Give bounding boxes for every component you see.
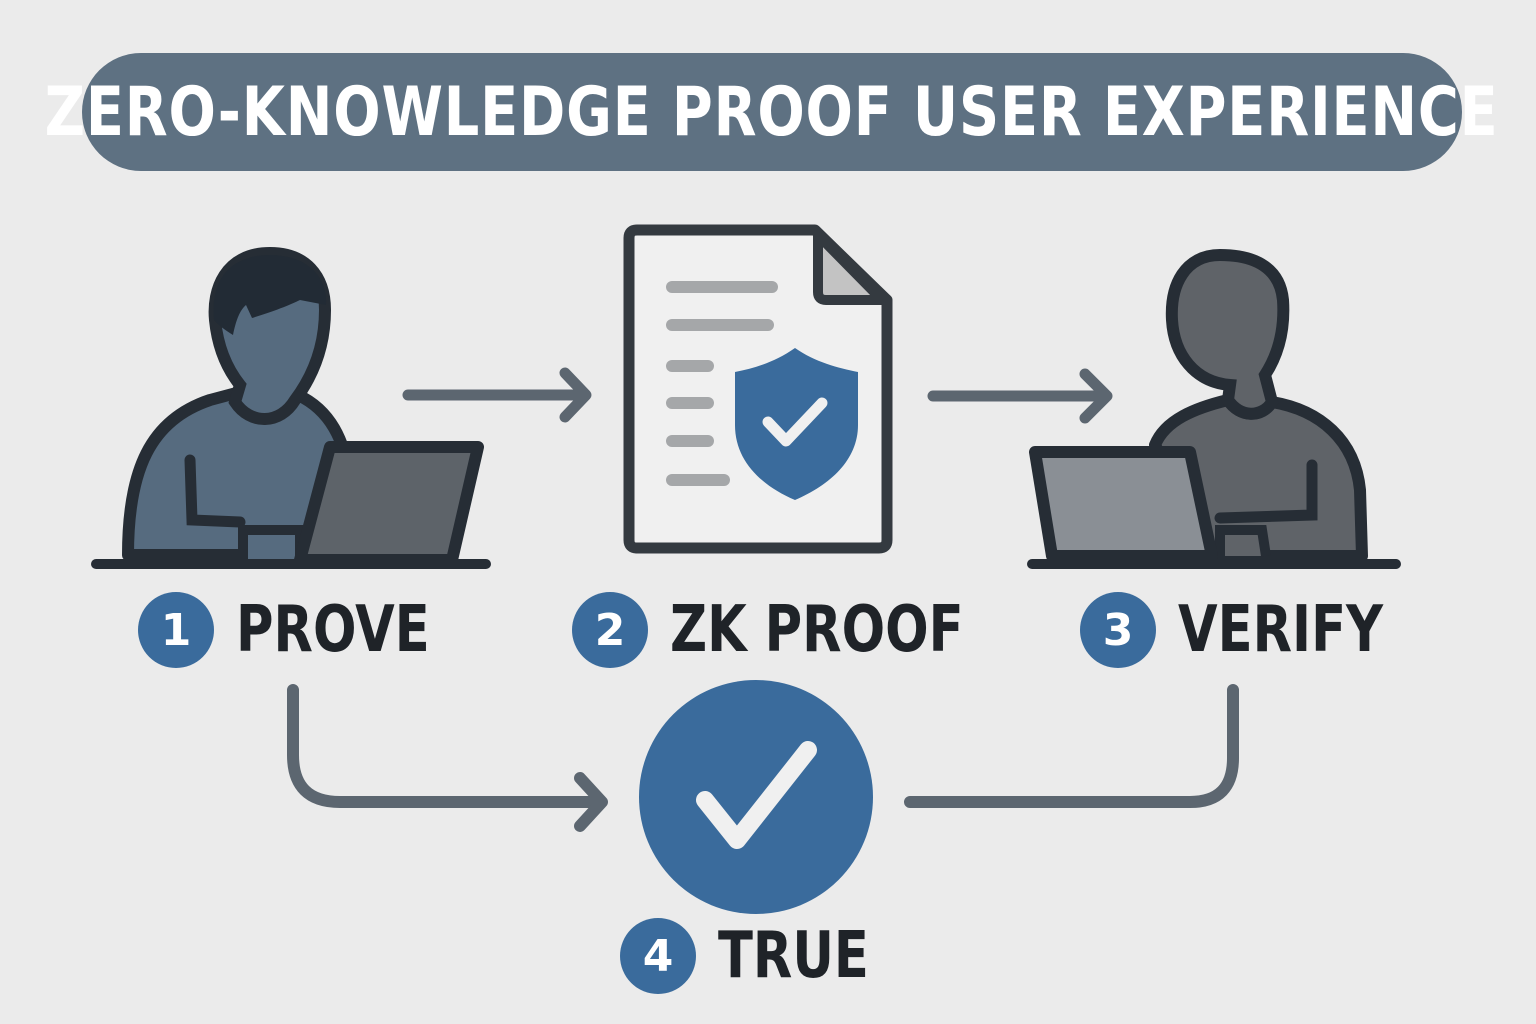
connector-arrow-icon	[287, 684, 608, 832]
page-title: ZERO-KNOWLEDGE PROOF USER EXPERIENCE	[45, 72, 1499, 152]
verifier-laptop-icon	[1029, 446, 1218, 562]
step-label: VERIFY	[1178, 593, 1384, 667]
prover-person-icon	[122, 246, 356, 561]
connector-line	[904, 684, 1239, 808]
prover-laptop-icon	[294, 441, 484, 566]
arrow-right-icon	[927, 368, 1113, 424]
step-true: 4 TRUE	[620, 918, 907, 994]
step-number-badge: 2	[572, 592, 648, 668]
step-label: TRUE	[718, 919, 869, 993]
title-banner: ZERO-KNOWLEDGE PROOF USER EXPERIENCE	[45, 53, 1498, 171]
verifier-person-icon	[1149, 248, 1368, 562]
proof-document-icon	[623, 224, 893, 554]
check-circle-icon	[639, 680, 873, 914]
step-label: ZK PROOF	[670, 593, 964, 667]
step-number-badge: 1	[138, 592, 214, 668]
step-verify: 3 VERIFY	[1080, 592, 1434, 668]
step-number-badge: 4	[620, 918, 696, 994]
step-prove: 1 PROVE	[138, 592, 478, 668]
step-label: PROVE	[236, 593, 430, 667]
step-number-badge: 3	[1080, 592, 1156, 668]
arrow-right-icon	[402, 367, 592, 423]
step-zk-proof: 2 ZK PROOF	[572, 592, 1037, 668]
